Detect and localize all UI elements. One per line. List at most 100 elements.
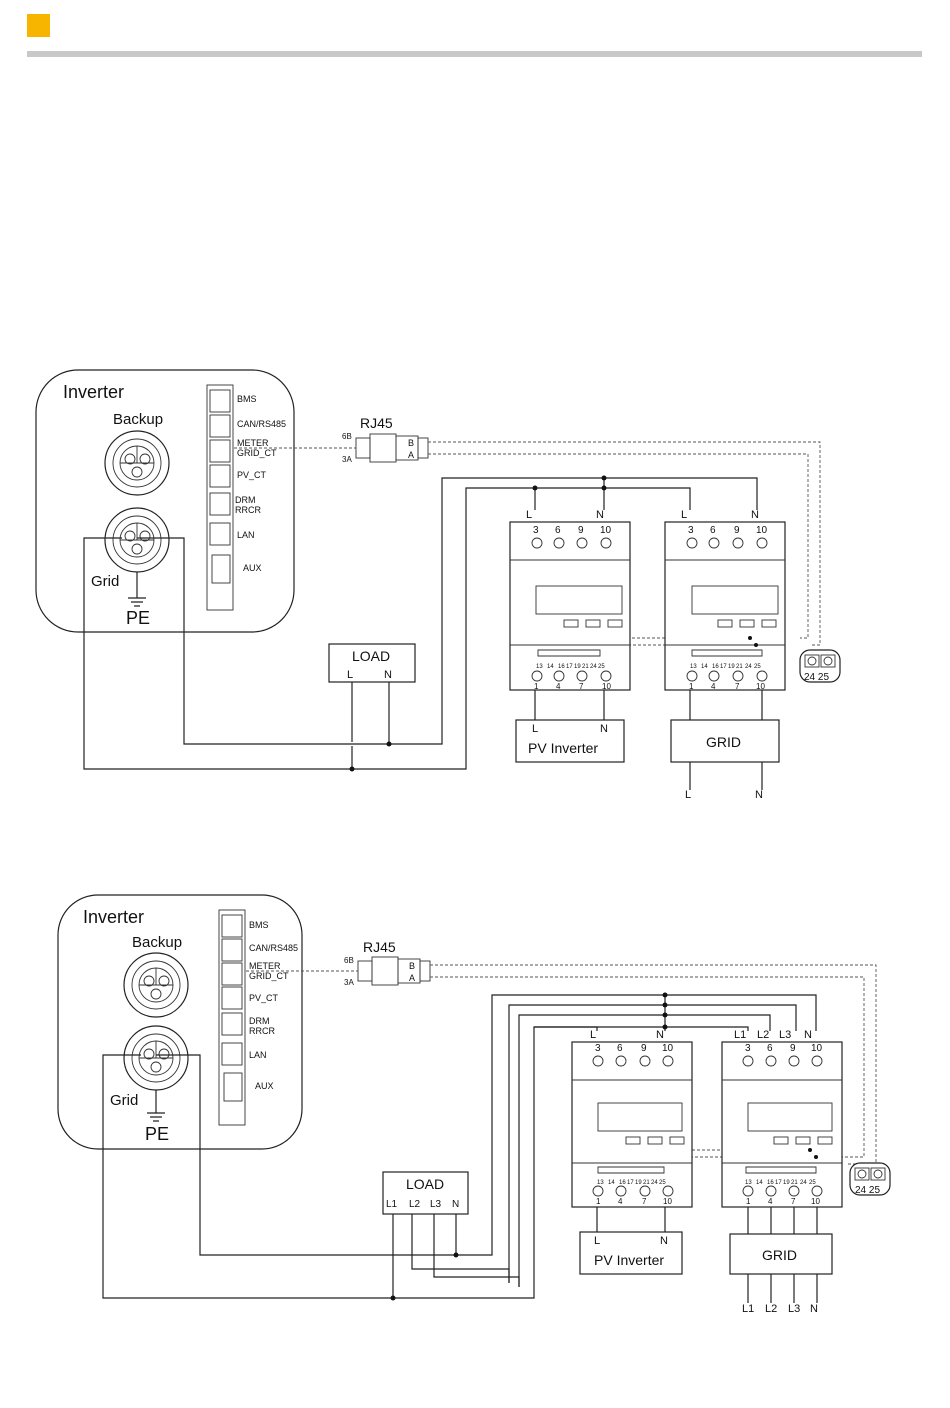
pv-inverter-title: PV Inverter	[528, 740, 598, 756]
meter-right-comm-num: 25	[754, 664, 761, 670]
meter-right-num: 10	[756, 525, 768, 536]
meter-right-comm-num: 21	[736, 664, 743, 670]
load-box	[382, 1171, 469, 1215]
meter-left-bottom-num: 1	[596, 1197, 601, 1206]
meter-left-comm-num: 14	[608, 1180, 615, 1186]
meter-left-bottom-num: 10	[602, 682, 611, 691]
port-rrcr-label: RRCR	[235, 505, 261, 515]
meter-left-num: 3	[595, 1043, 601, 1054]
load-term-l1: L1	[386, 1199, 398, 1210]
meter-left-comm-num: 21	[643, 1180, 650, 1186]
load-title: LOAD	[406, 1176, 444, 1192]
port-bms-label: BMS	[237, 394, 257, 404]
port-drm-label: DRM	[235, 495, 256, 505]
wiring-diagram-single-phase: Inverter Backup Grid PE BMS CAN/RS485 ME…	[35, 369, 841, 801]
load-term-l3: L3	[430, 1199, 442, 1210]
meter-left-bottom-num: 7	[579, 682, 584, 691]
port-bms-label: BMS	[249, 920, 269, 930]
meter-right-comm-num: 21	[791, 1180, 798, 1186]
terminal-inset-icon	[849, 1162, 891, 1196]
pv-inverter-term-l: L	[594, 1235, 600, 1247]
meter-right-comm-num: 16	[712, 664, 719, 670]
load-term-l: L	[347, 669, 353, 681]
rj45-term-b: B	[409, 961, 415, 971]
meter-right-num: 6	[767, 1043, 773, 1054]
pv-inverter-box	[515, 719, 625, 763]
meter-right-bottom-num: 4	[768, 1197, 773, 1206]
meter-left-bottom-num: 7	[642, 1197, 647, 1206]
inverter-title: Inverter	[63, 382, 124, 402]
meter-right-comm-num: 24	[800, 1180, 807, 1186]
meter-right-num: 10	[811, 1043, 823, 1054]
meter-left-comm-num: 16	[619, 1180, 626, 1186]
port-aux-label: AUX	[255, 1081, 274, 1091]
meter-right-bottom-num: 7	[735, 682, 740, 691]
meter-left-bottom-num: 4	[618, 1197, 623, 1206]
meter-right-term-n: N	[804, 1029, 812, 1041]
section-marker	[27, 14, 50, 37]
meter-left-num: 10	[662, 1043, 674, 1054]
meter-left-comm-num: 24	[590, 664, 597, 670]
port-aux-label: AUX	[243, 563, 262, 573]
meter-right-bottom-num: 10	[811, 1197, 820, 1206]
pe-label: PE	[126, 608, 150, 628]
meter-right-comm-num: 16	[767, 1180, 774, 1186]
meter-left-bottom-num: 10	[663, 1197, 672, 1206]
grid-term-l: L	[685, 789, 691, 801]
port-meter-label: METER	[249, 961, 281, 971]
meter-right-comm-num: 17	[720, 664, 727, 670]
meter-left-comm-num: 17	[627, 1180, 634, 1186]
meter-left-comm-num: 21	[582, 664, 589, 670]
meter-left-comm-num: 19	[574, 664, 581, 670]
rj45-pin-3a: 3A	[342, 455, 352, 464]
load-term-n: N	[384, 669, 392, 681]
meter-right-term-l: L	[681, 509, 687, 521]
meter-right-term-l3: L3	[779, 1029, 791, 1041]
port-pv-ct-label: PV_CT	[237, 470, 267, 480]
inverter-body	[35, 369, 295, 633]
meter-left-comm-num: 14	[547, 664, 554, 670]
port-grid-ct-label: GRID_CT	[237, 448, 277, 458]
port-strip	[218, 909, 246, 1126]
port-lan-label: LAN	[249, 1050, 267, 1060]
grid-box-title: GRID	[706, 734, 741, 750]
meter-left-comm-num: 19	[635, 1180, 642, 1186]
energy-meter-left	[571, 1041, 693, 1208]
grid-box	[729, 1233, 833, 1275]
meter-left-num: 9	[578, 525, 584, 536]
meter-right-bottom-num: 1	[746, 1197, 751, 1206]
meter-left-term-n: N	[656, 1029, 664, 1041]
meter-left-num: 3	[533, 525, 539, 536]
load-box	[328, 643, 416, 683]
grid-term-l3: L3	[788, 1303, 800, 1315]
backup-connector-icon	[104, 430, 170, 496]
meter-left-num: 6	[555, 525, 561, 536]
wiring-lines	[83, 475, 763, 790]
meter-right-bottom-num: 1	[689, 682, 694, 691]
meter-left-bottom-num: 4	[556, 682, 561, 691]
meter-right-comm-num: 14	[756, 1180, 763, 1186]
meter-right-bottom-num: 10	[756, 682, 765, 691]
rj45-plug-icon	[357, 956, 431, 986]
port-can-label: CAN/RS485	[249, 943, 298, 953]
meter-left-num: 6	[617, 1043, 623, 1054]
pv-inverter-title: PV Inverter	[594, 1252, 664, 1268]
meter-right-comm-num: 24	[745, 664, 752, 670]
meter-left-comm-num: 24	[651, 1180, 658, 1186]
meter-right-comm-num: 19	[728, 664, 735, 670]
meter-right-comm-num: 19	[783, 1180, 790, 1186]
meter-right-num: 9	[790, 1043, 796, 1054]
grid-term-l1: L1	[742, 1303, 754, 1315]
rj45-pin-3a: 3A	[344, 978, 354, 987]
rj45-plug-icon	[355, 433, 429, 463]
port-can-label: CAN/RS485	[237, 419, 286, 429]
backup-label: Backup	[113, 411, 163, 428]
inverter-body	[57, 894, 303, 1150]
meter-left-term-n: N	[596, 509, 604, 521]
meter-right-num: 6	[710, 525, 716, 536]
port-pv-ct-label: PV_CT	[249, 993, 279, 1003]
meter-right-term-n: N	[751, 509, 759, 521]
meter-right-term-l2: L2	[757, 1029, 769, 1041]
meter-left-comm-num: 13	[536, 664, 543, 670]
load-term-l2: L2	[409, 1199, 421, 1210]
